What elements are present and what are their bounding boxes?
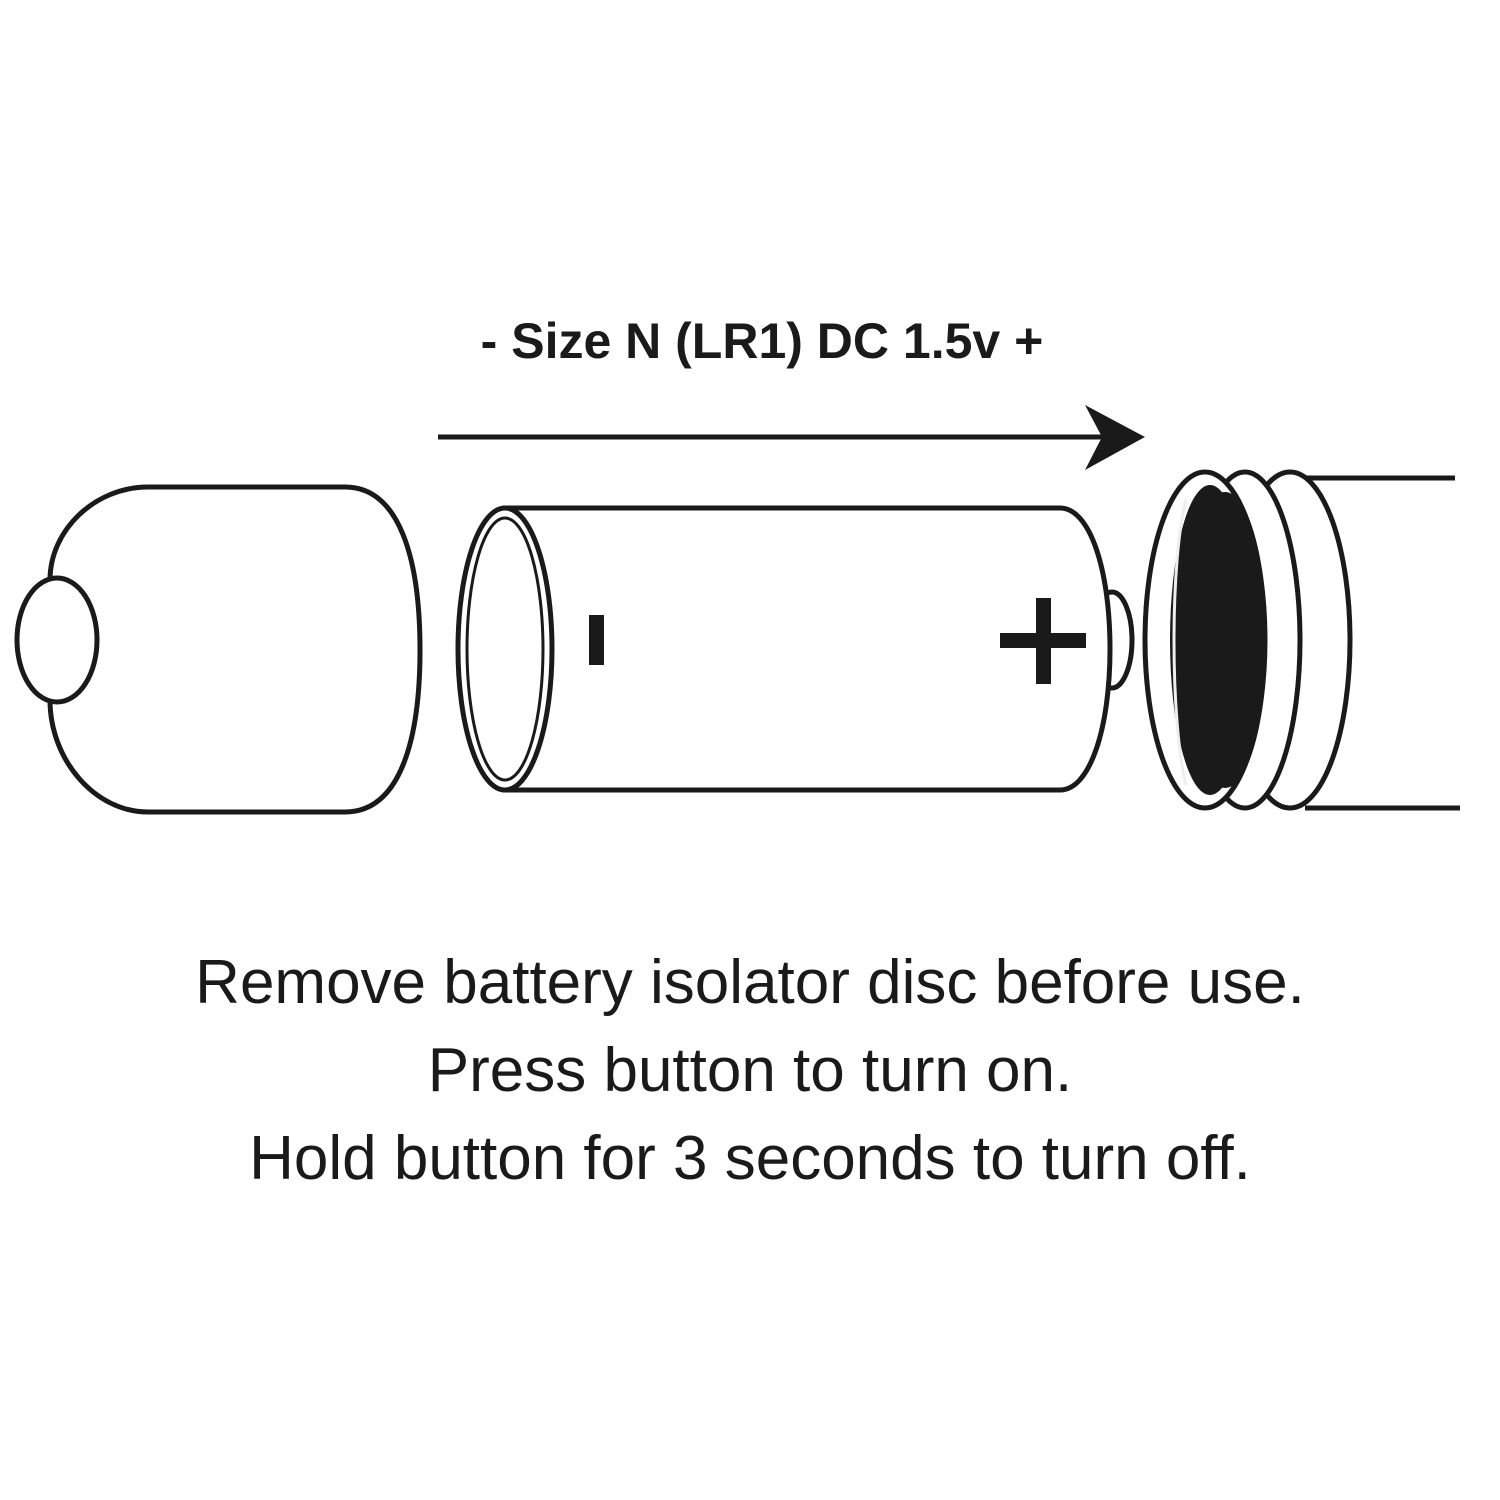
insert-direction-arrow (438, 405, 1145, 470)
instruction-line-3: Hold button for 3 seconds to turn off. (249, 1124, 1251, 1193)
instruction-line-1: Remove battery isolator disc before use. (195, 948, 1305, 1017)
end-cap (14, 484, 423, 815)
device-body-with-rings (1142, 469, 1460, 811)
minus-sign (589, 615, 604, 665)
plus-sign (1000, 598, 1086, 684)
power-button (14, 575, 100, 705)
instruction-line-2: Press button to turn on. (428, 1036, 1073, 1105)
battery-size-heading: - Size N (LR1) DC 1.5v + (481, 313, 1044, 369)
battery (455, 505, 1135, 793)
